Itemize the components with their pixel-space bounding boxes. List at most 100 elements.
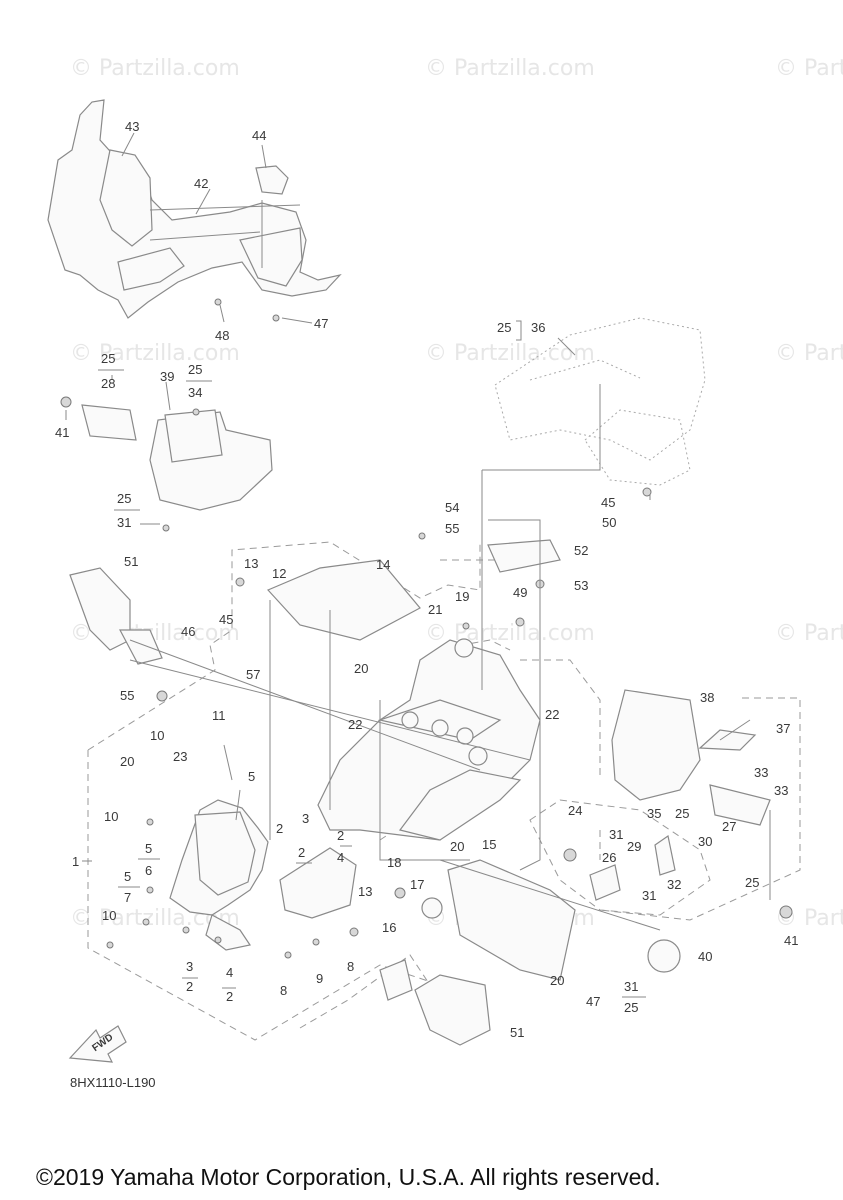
callout: 52 — [574, 543, 588, 558]
watermark: © Partzilla.com — [775, 341, 843, 366]
bumper-assembly — [60, 396, 273, 532]
callout: 31 — [117, 515, 131, 530]
callout: 26 — [602, 850, 616, 865]
watermark: © Partzilla.com — [775, 56, 843, 81]
copyright-notice: ©2019 Yamaha Motor Corporation, U.S.A. A… — [36, 1164, 661, 1190]
callout: 18 — [387, 855, 401, 870]
callout: 20 — [550, 973, 564, 988]
callout: 4 — [226, 965, 233, 980]
callout: 25 — [117, 491, 131, 506]
callout: 34 — [188, 385, 202, 400]
callout: 45 — [601, 495, 615, 510]
watermark: © Partzilla.com — [70, 56, 240, 81]
callout: 2 — [186, 979, 193, 994]
callout: 47 — [314, 316, 328, 331]
callout: 28 — [101, 376, 115, 391]
callout: 17 — [410, 877, 424, 892]
callout-labels: 1 2 2 2 2 2 3 3 4 4 5 5 6 7 5 8 8 9 10 1… — [55, 119, 798, 1040]
diagram-code: 8HX1110-L190 — [70, 1075, 156, 1090]
callout: 5 — [248, 769, 255, 784]
callout: 22 — [348, 717, 362, 732]
callout: 20 — [354, 661, 368, 676]
fwd-arrow-icon: FWD — [68, 1025, 127, 1063]
callout: 25 — [101, 351, 115, 366]
callout: 48 — [215, 328, 229, 343]
callout: 6 — [145, 863, 152, 878]
callout: 51 — [124, 554, 138, 569]
leader-lines — [129, 384, 771, 931]
callout: 29 — [627, 839, 641, 854]
callout: 30 — [698, 834, 712, 849]
callout: 43 — [125, 119, 139, 134]
callout: 20 — [450, 839, 464, 854]
callout: 57 — [246, 667, 260, 682]
callout: 25 — [675, 806, 689, 821]
left-frame-assembly — [69, 567, 359, 959]
callout: 51 — [510, 1025, 524, 1040]
callout: 36 — [531, 320, 545, 335]
callout: 5 — [145, 841, 152, 856]
callout: 37 — [776, 721, 790, 736]
callout: 45 — [219, 612, 233, 627]
callout: 46 — [181, 624, 195, 639]
callout: 53 — [574, 578, 588, 593]
watermark: © Partzilla.com — [775, 621, 843, 646]
callout: 23 — [173, 749, 187, 764]
front-frame-assembly — [47, 99, 342, 322]
callout: 47 — [586, 994, 600, 1009]
callout: 10 — [102, 908, 116, 923]
callout: 40 — [698, 949, 712, 964]
callout: 8 — [280, 983, 287, 998]
callout: 32 — [667, 877, 681, 892]
callout: 15 — [482, 837, 496, 852]
callout: 9 — [316, 971, 323, 986]
callout: 22 — [545, 707, 559, 722]
callout: 33 — [754, 765, 768, 780]
center-frame-assembly — [235, 559, 576, 981]
callout: 35 — [647, 806, 661, 821]
watermark: © Partzilla.com — [70, 341, 240, 366]
callout: 12 — [272, 566, 286, 581]
callout: 2 — [226, 989, 233, 1004]
callout: 16 — [382, 920, 396, 935]
watermark: © Partzilla.com — [425, 341, 595, 366]
callout: 3 — [302, 811, 309, 826]
callout: 21 — [428, 602, 442, 617]
callout: 25 — [624, 1000, 638, 1015]
callout: 10 — [104, 809, 118, 824]
watermark: © Partzilla.com — [425, 56, 595, 81]
callout: 54 — [445, 500, 459, 515]
lower-guard-parts — [379, 959, 491, 1046]
callout: 14 — [376, 557, 390, 572]
callout: 13 — [244, 556, 258, 571]
callout: 2 — [337, 828, 344, 843]
callout: 13 — [358, 884, 372, 899]
callout: 25 — [497, 320, 511, 335]
callout: 31 — [642, 888, 656, 903]
callout: 55 — [120, 688, 134, 703]
callout: 19 — [455, 589, 469, 604]
right-side-parts — [418, 487, 793, 973]
callout: 25 — [745, 875, 759, 890]
callout: 5 — [124, 869, 131, 884]
callout: 4 — [337, 850, 344, 865]
callout: 27 — [722, 819, 736, 834]
callout: 2 — [276, 821, 283, 836]
callout: 20 — [120, 754, 134, 769]
callout: 10 — [150, 728, 164, 743]
callout: 39 — [160, 369, 174, 384]
callout: 31 — [624, 979, 638, 994]
callout: 2 — [298, 845, 305, 860]
callout: 41 — [55, 425, 69, 440]
callout: 49 — [513, 585, 527, 600]
callout: 24 — [568, 803, 582, 818]
callout: 31 — [609, 827, 623, 842]
callout: 38 — [700, 690, 714, 705]
callout: 41 — [784, 933, 798, 948]
callout: 33 — [774, 783, 788, 798]
callout: 50 — [602, 515, 616, 530]
callout: 25 — [188, 362, 202, 377]
callout: 11 — [212, 708, 226, 723]
callout: 1 — [72, 854, 79, 869]
callout: 44 — [252, 128, 266, 143]
